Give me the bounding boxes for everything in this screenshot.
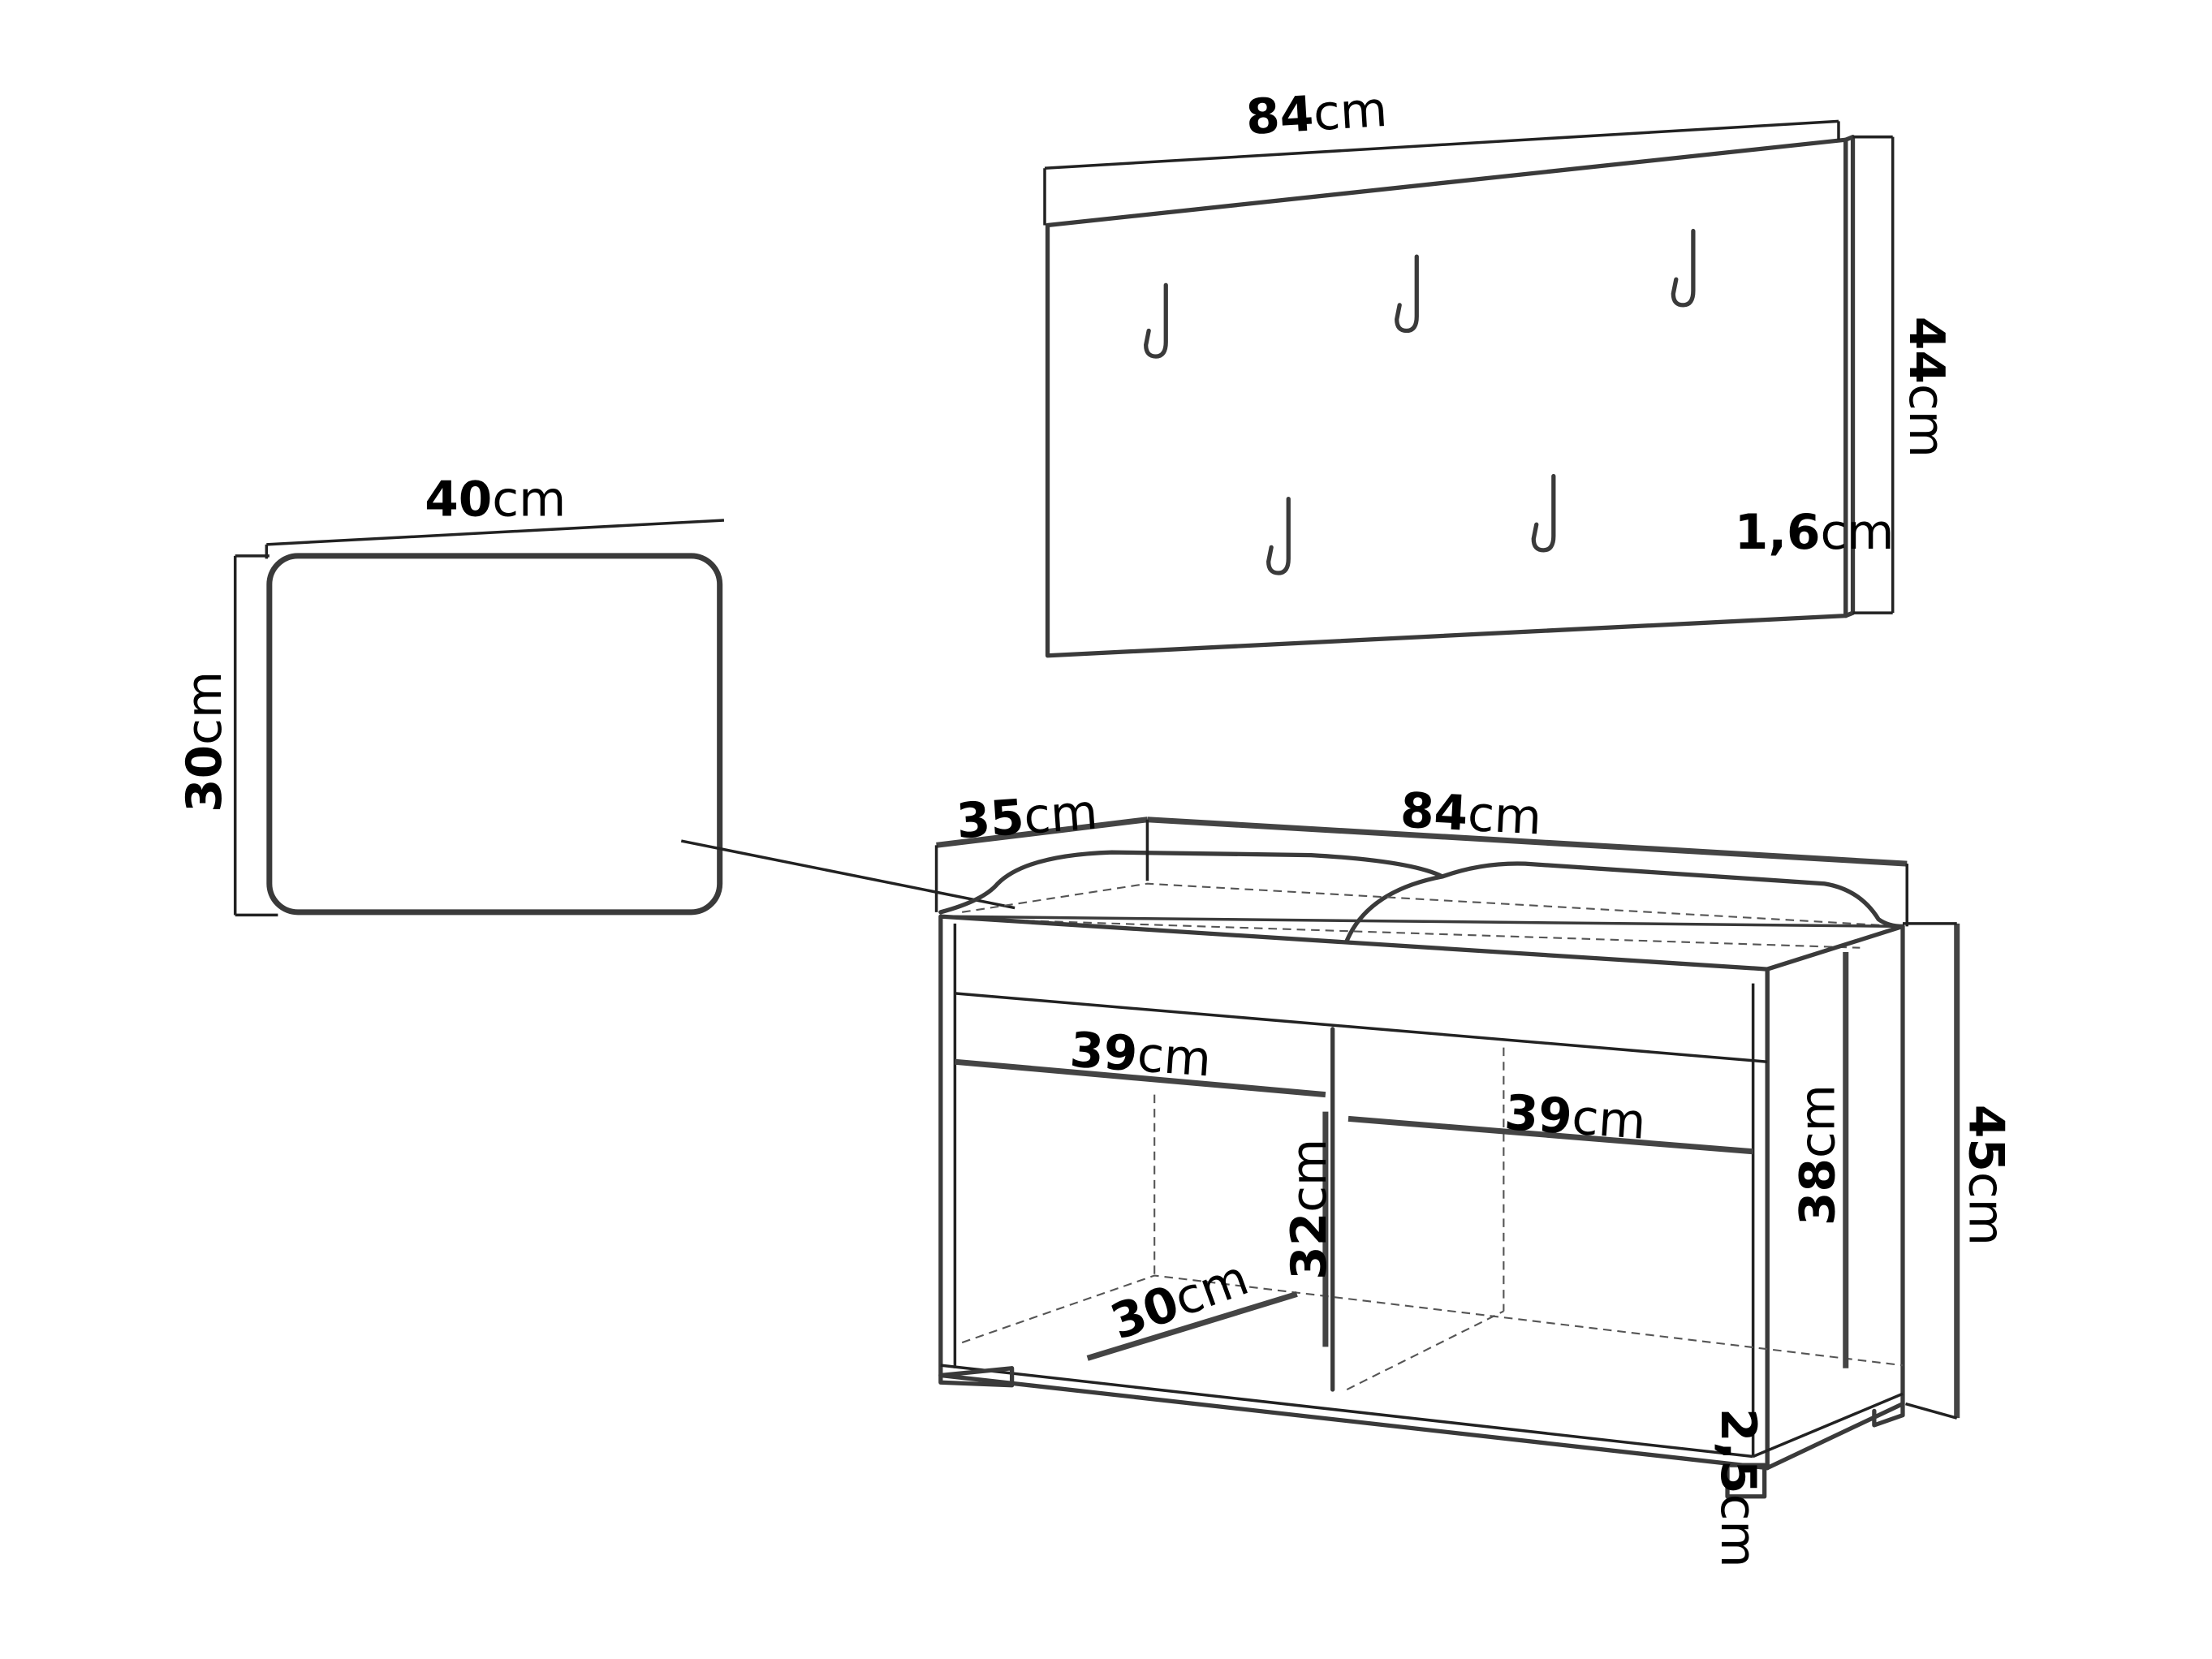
panel-width-label: 84cm	[1244, 82, 1389, 146]
shelf-left-width-label: 39cm	[1068, 1023, 1213, 1088]
compartment-depth-label: 30cm	[1104, 1250, 1256, 1351]
leg	[1872, 1401, 1905, 1428]
compartment-depth-dimension-line	[1086, 1291, 1298, 1361]
bench-depth-dimension-line	[936, 817, 1148, 848]
bench-width-label: 84cm	[1399, 783, 1542, 847]
wall-panel: 84cm 44cm 1,6cm	[1043, 82, 1954, 658]
bench-width-dimension-line	[1147, 817, 1908, 867]
panel-height-label: 44cm	[1898, 317, 1954, 458]
cushion-divider	[1344, 874, 1445, 943]
bench-cushions-outline	[938, 850, 1905, 929]
drawer-line	[955, 992, 1768, 1063]
cushion-depth-label: 30cm	[177, 671, 233, 812]
leg-height-label: 2,5cm	[1710, 1408, 1766, 1568]
panel-width-dimension-line	[1044, 119, 1839, 170]
cushion-outline	[266, 553, 723, 916]
dimension-tick	[1905, 1402, 1958, 1420]
inner-height-label: 38cm	[1791, 1084, 1847, 1226]
seat-cushion: 40cm 30cm	[177, 472, 1015, 917]
hidden-edge	[962, 882, 1904, 949]
leg	[938, 1366, 1015, 1388]
shelf-right-dimension-line	[1347, 1115, 1753, 1155]
cushion-leader-line	[680, 839, 1015, 910]
shelf-left-dimension-line	[955, 1058, 1326, 1098]
bottom-shelf-edge	[940, 1364, 1753, 1459]
hook-icon	[1144, 282, 1168, 359]
bench-depth-label: 35cm	[955, 785, 1099, 851]
cushion-width-dimension-line	[266, 519, 725, 546]
hooks	[1144, 228, 1696, 575]
hook-icon	[1531, 473, 1556, 553]
hook-icon	[1266, 497, 1291, 575]
bottom-shelf-edge	[1752, 1392, 1904, 1459]
total-height-label: 45cm	[1958, 1105, 2014, 1246]
hidden-edge	[961, 1047, 1904, 1390]
leg	[1725, 1463, 1767, 1499]
compartment-height-label: 32cm	[1282, 1139, 1338, 1280]
hook-icon	[1671, 228, 1696, 308]
panel-front	[1045, 137, 1848, 658]
shoe-bench: 35cm 84cm 39cm 39cm 32cm 30cm 38cm 45cm …	[934, 783, 2014, 1568]
cushion-width-label: 40cm	[425, 472, 566, 528]
shelf-right-width-label: 39cm	[1503, 1085, 1647, 1151]
panel-thickness-label: 1,6cm	[1735, 505, 1895, 561]
hook-icon	[1395, 254, 1419, 334]
